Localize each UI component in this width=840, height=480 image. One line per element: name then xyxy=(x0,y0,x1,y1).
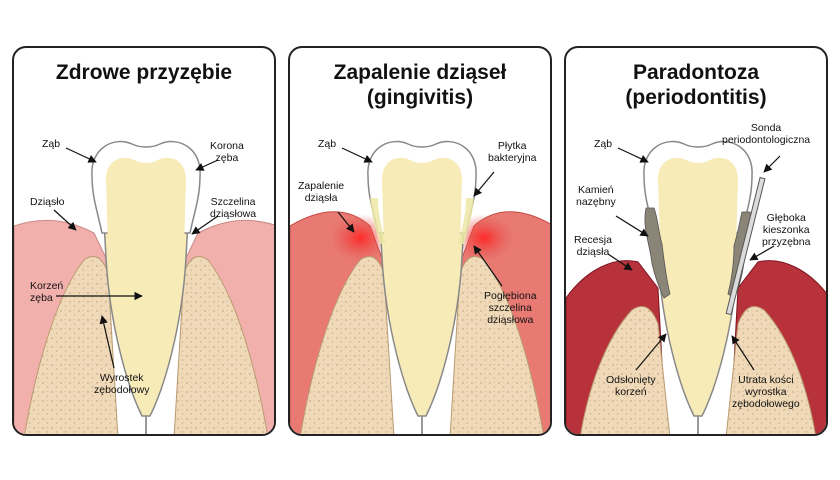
panel-gingivitis: Zapalenie dziąseł (gingivitis) Ząb Płytk… xyxy=(288,46,552,436)
label-line: Sonda xyxy=(750,122,782,134)
bone-shape-left xyxy=(24,256,119,434)
gingivitis-teeth-diagram xyxy=(290,140,550,434)
tooth-dentin-top xyxy=(106,157,186,248)
arrow-deep-pocket xyxy=(749,245,775,261)
bone-shape-right xyxy=(173,256,268,434)
label-line: Recesja xyxy=(574,234,612,246)
label-line: Korzeń xyxy=(30,280,64,292)
label-line: dziąsła xyxy=(576,246,610,258)
panel-periodontitis: Paradontoza (periodontitis) Ząb Sonda pe… xyxy=(564,46,828,436)
arrow-bone-loss xyxy=(731,335,755,371)
label-exposed-root: Odsłonięty korzeń xyxy=(606,374,656,398)
label-line: zęba xyxy=(30,292,53,304)
label-line: nazębny xyxy=(576,196,616,208)
label-line: dziąsła xyxy=(304,192,338,204)
label-line: dziąsłowa xyxy=(210,208,257,220)
label-line: Wyrostek xyxy=(99,372,144,384)
bone-shape-right xyxy=(725,306,816,434)
plaque-right xyxy=(458,198,474,244)
label-line: Zapalenie xyxy=(298,180,345,192)
label-probe: Sonda periodontologiczna xyxy=(722,122,810,146)
panel-title-line: Zdrowe przyzębie xyxy=(55,61,233,84)
tooth-dentin-top xyxy=(658,157,738,248)
label-line: Płytka xyxy=(497,140,527,152)
panel-title-line: (gingivitis) xyxy=(366,86,474,109)
arrow-tooth xyxy=(617,147,649,163)
label-tartar: Kamień nazębny xyxy=(576,184,616,208)
panel-healthy: Zdrowe przyzębie Ząb Korona zęba Dziąsło… xyxy=(12,46,276,436)
label-line: Pogłębiona xyxy=(484,290,537,302)
arrow-gum xyxy=(53,209,77,231)
label-line: korzeń xyxy=(615,386,647,398)
panel-title-line: (periodontitis) xyxy=(625,86,767,109)
arrow-deep-sulcus xyxy=(473,245,503,287)
label-line: szczelina xyxy=(488,302,532,314)
label-bone-loss: Utrata kości wyrostka zębodołowego xyxy=(732,374,800,410)
label-line: Kamień xyxy=(578,184,614,196)
arrow-sulcus xyxy=(191,215,219,235)
plaque-left xyxy=(370,198,386,244)
tooth-dentin-top xyxy=(382,157,462,248)
label-line: Szczelina xyxy=(210,196,256,208)
label-line: zęba xyxy=(215,152,239,164)
label-plaque: Płytka bakteryjna xyxy=(488,140,536,164)
arrow-plaque xyxy=(473,171,495,197)
label-recession: Recesja dziąsła xyxy=(574,234,612,258)
label-tooth: Ząb xyxy=(42,138,61,150)
bone-shape-left xyxy=(580,306,671,434)
arrow-crown xyxy=(195,159,219,171)
arrow-alveolar xyxy=(99,315,115,369)
label-line: kieszonka xyxy=(762,224,810,236)
tartar-left xyxy=(644,207,671,299)
label-line: bakteryjna xyxy=(488,152,537,164)
label-alveolar: Wyrostek zębodołowy xyxy=(94,372,149,396)
label-line: zębodołowego xyxy=(732,398,800,410)
arrow-inflamed-gum xyxy=(337,211,355,233)
label-line: periodontologiczna xyxy=(722,134,811,146)
arrow-probe xyxy=(763,155,781,173)
label-line: przyzębna xyxy=(762,236,811,248)
label-crown: Korona zęba xyxy=(210,140,244,164)
arrow-recession xyxy=(607,253,633,271)
label-line: Utrata kości xyxy=(738,374,794,386)
panel-title-line: Paradontoza xyxy=(632,61,760,84)
label-line: zębodołowy xyxy=(94,384,150,396)
panel-title: Paradontoza (periodontitis) xyxy=(566,60,826,110)
label-tooth: Ząb xyxy=(318,138,337,150)
arrow-tartar xyxy=(615,215,649,237)
healthy-teeth-diagram xyxy=(14,140,274,434)
label-line: Korona xyxy=(210,140,244,152)
label-line: Głęboka xyxy=(766,212,806,224)
periodontitis-teeth-diagram xyxy=(566,140,826,434)
arrow-tooth xyxy=(341,147,373,163)
label-line: Odsłonięty xyxy=(606,374,656,386)
label-root: Korzeń zęba xyxy=(30,280,63,304)
panel-title: Zapalenie dziąseł (gingivitis) xyxy=(290,60,550,110)
label-deep-pocket: Głęboka kieszonka przyzębna xyxy=(762,212,810,248)
arrow-tooth xyxy=(65,147,97,163)
panel-title-line: Zapalenie dziąseł xyxy=(333,61,507,84)
label-gum-sulcus: Szczelina dziąsłowa xyxy=(210,196,256,220)
panel-title: Zdrowe przyzębie xyxy=(14,60,274,85)
label-inflamed-gum: Zapalenie dziąsła xyxy=(298,180,344,204)
label-line: wyrostka xyxy=(745,386,787,398)
periodontal-probe xyxy=(725,176,766,316)
bone-shape-left xyxy=(300,256,395,434)
label-deep-sulcus: Pogłębiona szczelina dziąsłowa xyxy=(484,290,537,326)
label-gum: Dziąsło xyxy=(30,196,65,208)
label-tooth: Ząb xyxy=(594,138,613,150)
arrow-exposed-root xyxy=(635,333,667,371)
label-line: dziąsłowa xyxy=(487,314,534,326)
